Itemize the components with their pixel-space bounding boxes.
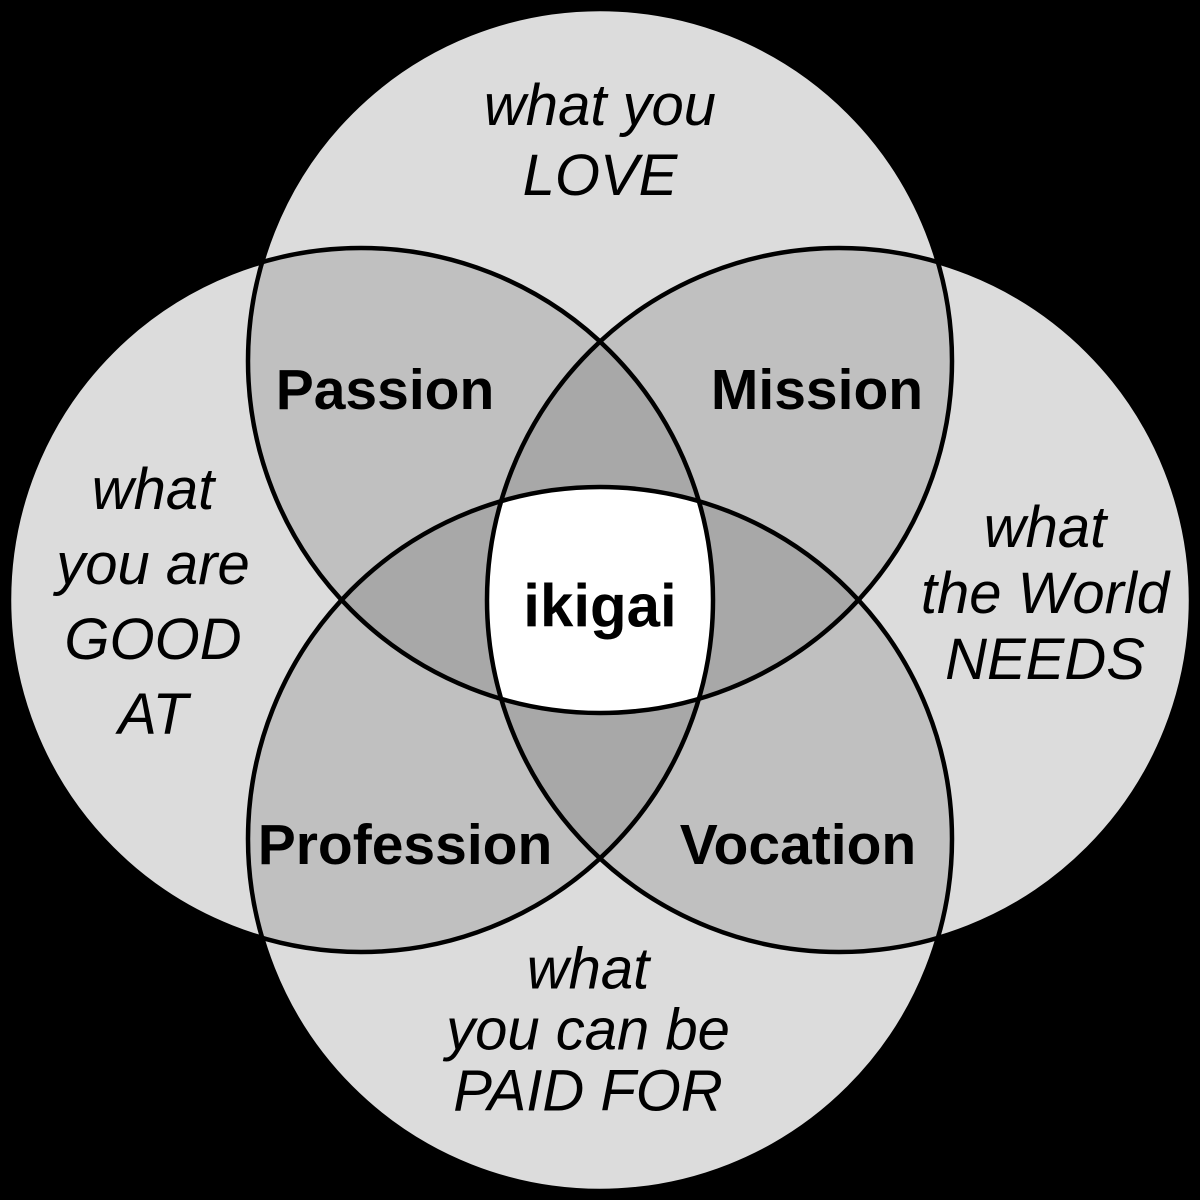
- intersection-label-vocation: Vocation: [679, 813, 917, 877]
- circle-label-world-needs: what the World NEEDS: [921, 495, 1169, 693]
- intersection-label-mission: Mission: [710, 358, 924, 422]
- circle-label-good-at: what you are GOOD AT: [56, 452, 249, 752]
- triple-overlap-left: [248, 487, 713, 713]
- label-line: what: [91, 457, 215, 522]
- label-line: NEEDS: [945, 627, 1145, 692]
- center-label-ikigai: ikigai: [523, 572, 677, 640]
- circle-good-at-outline: [6, 245, 716, 955]
- label-line: AT: [118, 682, 188, 747]
- circle-label-love: what you LOVE: [484, 71, 716, 211]
- circle-love-outline: [245, 6, 955, 716]
- label-line: what: [983, 495, 1107, 560]
- label-line: what you: [483, 73, 717, 138]
- label-line: GOOD: [64, 607, 242, 672]
- triple-overlap-right: [487, 487, 952, 713]
- label-line: what: [526, 936, 650, 1002]
- circle-paid-for-outline: [245, 484, 955, 1194]
- triple-overlap-top: [487, 248, 713, 713]
- circle-label-paid-for: what you can be PAID FOR: [446, 939, 730, 1122]
- circle-world-needs-outline: [484, 245, 1194, 955]
- intersection-label-passion: Passion: [275, 358, 495, 422]
- label-line: you are: [56, 532, 250, 597]
- intersection-label-profession: Profession: [257, 813, 553, 877]
- label-line: the World: [920, 561, 1170, 626]
- label-line: you can be: [446, 997, 730, 1063]
- label-line: PAID FOR: [453, 1058, 723, 1124]
- triple-overlap-bottom: [487, 487, 713, 952]
- label-line: LOVE: [522, 143, 678, 208]
